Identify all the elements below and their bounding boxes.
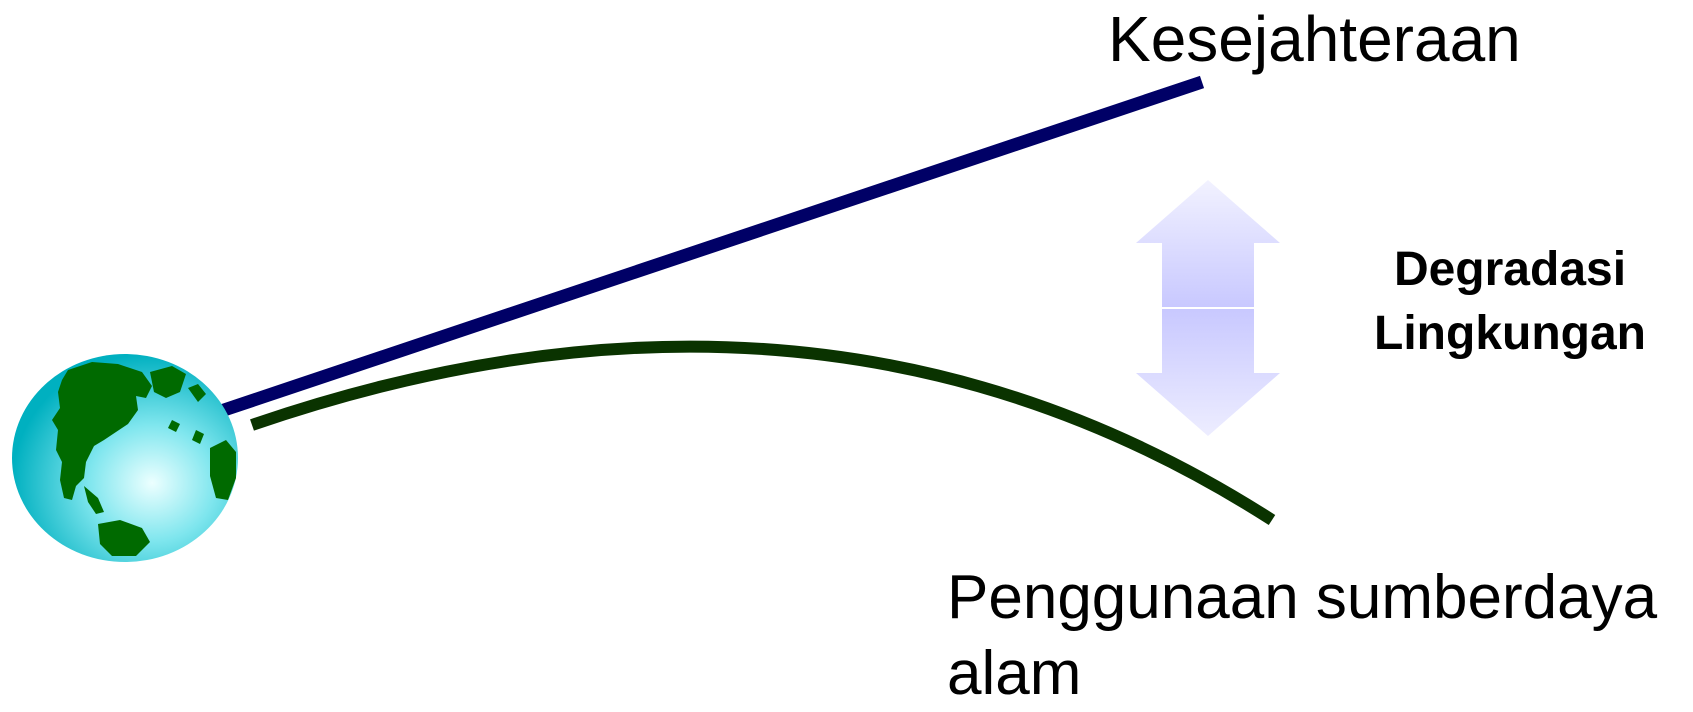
resource-use-label: Penggunaan sumberdaya alam [947, 560, 1687, 712]
resource-use-curve [250, 340, 1276, 526]
environmental-degradation-label: Degradasi Lingkungan [1340, 238, 1680, 366]
earth-globe-icon [12, 354, 238, 562]
resource-use-label-line-1: Penggunaan sumberdaya [947, 563, 1658, 632]
welfare-line [215, 75, 1205, 419]
welfare-label: Kesejahteraan [1108, 3, 1521, 75]
degradation-label-line-1: Degradasi [1393, 243, 1627, 296]
double-headed-vertical-arrow-icon [1136, 180, 1280, 436]
resource-use-label-line-2: alam [947, 639, 1082, 708]
degradation-label-line-2: Lingkungan [1374, 307, 1646, 360]
